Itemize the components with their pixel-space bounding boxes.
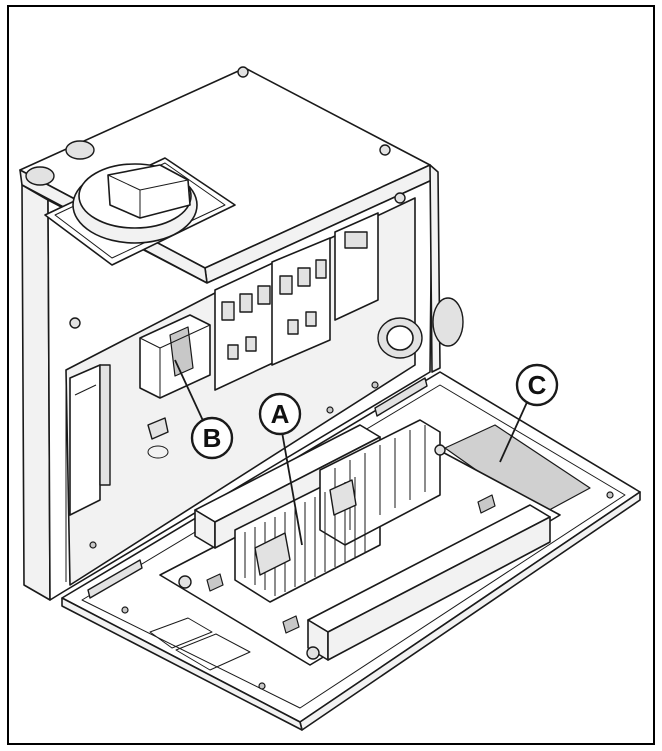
door-edge-left [61,597,303,731]
left-terminal-lines [74,384,97,396]
contactor-bank [214,212,379,391]
callout-a: A [258,392,303,546]
rotary-switch [44,157,236,266]
screw-icon [306,646,320,660]
rivet-icon [89,541,97,549]
callout-b-circle [190,416,234,460]
cable-glands-side [377,297,464,359]
clip-icon [147,417,169,440]
callout-c-label: C [528,370,547,400]
callout-a-leader [281,431,303,546]
left-din-rail-bar [99,364,111,486]
clip-icon [477,494,496,514]
contactor-terminals [221,259,327,360]
screw-icon [434,444,446,456]
lid-screws [69,66,406,329]
screw-icon [178,575,192,589]
callout-b: B [174,359,234,460]
hinge-icon [374,377,428,417]
door-details [121,444,614,690]
cable-duct-front-side [327,516,551,661]
callout-a-label: A [271,399,290,429]
callout-a-circle [258,392,302,436]
callout-c: C [499,363,559,463]
cable-gland-icon [386,325,414,351]
mounting-details [89,381,379,549]
screw-icon [394,192,406,204]
front-door [61,371,641,731]
door-window [149,617,213,649]
terminal-block-end-clamp [254,532,291,576]
rotary-switch-handle-icon [107,164,191,219]
enclosure-left-side [21,184,51,601]
rivet-icon [326,406,334,414]
screw-icon [237,66,249,78]
door-window [175,633,251,671]
hinge-icon [87,559,143,599]
rivet-icon [121,606,129,614]
rivet-icon [371,381,379,389]
screw-icon [379,144,391,156]
rotary-switch-handle-edge [107,174,189,218]
rivet-icon [606,491,614,499]
callout-c-leader [499,399,529,463]
callout-b-leader [174,359,206,426]
rivet-icon [258,682,266,690]
left-terminal-strip [69,364,101,516]
left-din-rail [69,364,111,516]
relay-module-window [344,231,368,249]
mounting-hole-icon [147,445,169,459]
callout-b-label: B [203,423,222,453]
cable-gland-icon [432,297,464,347]
cable-glands-top [25,140,95,186]
cable-gland-icon [65,140,95,160]
clip-icon [206,573,224,592]
cable-gland-icon [25,166,55,186]
callout-c-circle [515,363,559,407]
terminal-block-jumper [329,479,357,516]
screw-icon [69,317,81,329]
clip-icon [282,615,300,634]
terminal-block [234,419,441,603]
